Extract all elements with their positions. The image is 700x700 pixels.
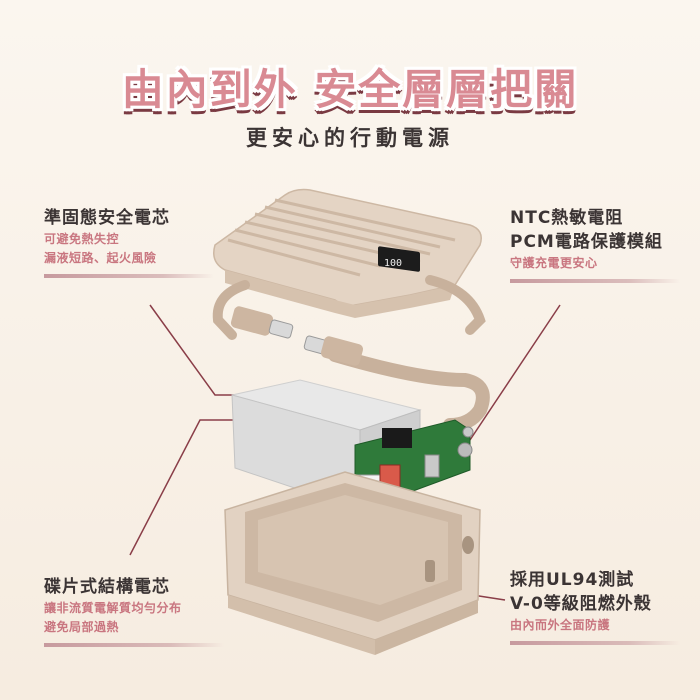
usb-c-connector-left [230, 306, 294, 339]
label-bottom-right: 採用UL94測試 V-0等級阻燃外殼 由內而外全面防護 [510, 568, 680, 645]
label-top-right-line-1: 守護充電更安心 [510, 256, 598, 270]
callout-line-top-right [469, 304, 561, 441]
label-top-left-line-2: 漏液短路、起火風險 [44, 251, 157, 265]
bottom-casing [224, 471, 481, 655]
label-top-right: NTC熱敏電阻 PCM電路保護模組 守護充電更安心 [510, 206, 680, 283]
display-digits: 100 [384, 258, 402, 269]
label-bottom-right-line-1: 由內而外全面防護 [510, 618, 611, 632]
usb-c-port [424, 454, 440, 478]
casing-port-cutout [425, 560, 435, 582]
label-bottom-right-heading-2: V-0等級阻燃外殼 [510, 594, 652, 614]
label-top-left-line-1: 可避免熱失控 [44, 232, 120, 246]
cable-strap [212, 275, 490, 432]
label-top-right-underline [510, 279, 680, 283]
top-casing: 100 [213, 188, 482, 318]
label-bottom-left-line-1: 讓非流質電解質均勻分布 [44, 601, 182, 615]
label-bottom-left-underline [44, 643, 224, 647]
label-bottom-left-line-2: 避免局部過熱 [44, 620, 120, 634]
label-top-left-heading: 準固態安全電芯 [44, 208, 170, 228]
label-bottom-right-heading-1: 採用UL94測試 [510, 570, 635, 590]
label-bottom-right-underline [510, 641, 680, 645]
label-top-right-heading-1: NTC熱敏電阻 [510, 208, 624, 228]
page-subtitle: 更安心的行動電源 [246, 126, 454, 150]
label-top-left: 準固態安全電芯 可避免熱失控 漏液短路、起火風險 [44, 206, 214, 278]
label-top-right-heading-2: PCM電路保護模組 [510, 232, 663, 252]
label-bottom-left-heading: 碟片式結構電芯 [44, 577, 170, 597]
ntc-chip [382, 428, 412, 448]
label-bottom-left: 碟片式結構電芯 讓非流質電解質均勻分布 避免局部過熱 [44, 575, 224, 647]
page-title: 由內到外 安全層層把關 [121, 65, 579, 114]
label-top-left-underline [44, 274, 214, 278]
display-screen [378, 246, 420, 272]
usb-c-connector-right [303, 335, 364, 366]
